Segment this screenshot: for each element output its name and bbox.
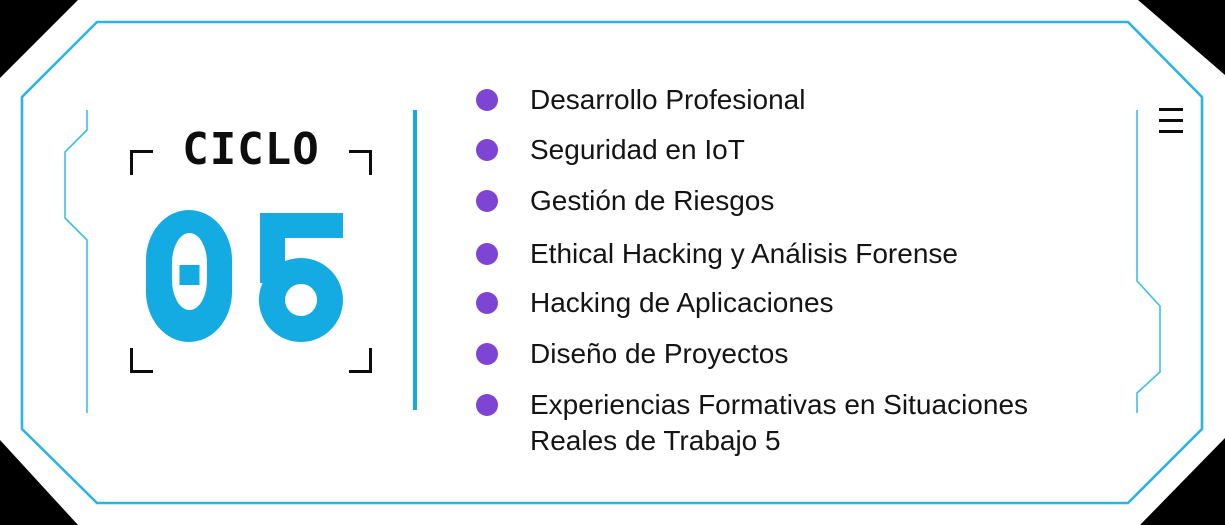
hamburger-bar — [1159, 130, 1183, 133]
topic-label: Gestión de Riesgos — [530, 185, 775, 216]
topic-item: Experiencias Formativas en Situaciones R… — [476, 387, 1100, 459]
digit-zero-square-dot — [179, 265, 200, 285]
topic-label: Seguridad en IoT — [530, 134, 745, 165]
hamburger-bar — [1159, 108, 1183, 111]
digit-five-bowl — [258, 258, 343, 342]
hamburger-bar — [1159, 119, 1183, 122]
digit-five-notch — [259, 320, 276, 342]
bullet-icon — [476, 89, 498, 111]
bullet-icon — [476, 343, 498, 365]
topic-label: Experiencias Formativas en Situaciones R… — [530, 389, 1029, 456]
bullet-icon — [476, 394, 498, 416]
cycle-label: CICLO — [182, 124, 320, 175]
digit-zero — [146, 210, 232, 342]
topic-label: Diseño de Proyectos — [530, 338, 789, 369]
topic-item: Desarrollo Profesional — [476, 82, 805, 118]
frame-border — [20, 20, 1204, 505]
corner-bracket-top-left — [130, 150, 153, 175]
corner-bracket-bottom-right — [349, 348, 372, 373]
topic-item: Gestión de Riesgos — [476, 183, 774, 219]
bullet-icon — [476, 292, 498, 314]
bullet-icon — [476, 243, 498, 265]
cycle-number-graphic — [146, 210, 343, 342]
topic-label: Desarrollo Profesional — [530, 84, 806, 115]
topic-label: Ethical Hacking y Análisis Forense — [530, 238, 958, 269]
vertical-divider — [413, 110, 417, 410]
topic-item: Hacking de Aplicaciones — [476, 285, 834, 321]
corner-bracket-bottom-left — [130, 348, 153, 373]
cycle-bracket-frame — [130, 150, 372, 373]
bullet-icon — [476, 190, 498, 212]
topic-item: Diseño de Proyectos — [476, 336, 788, 372]
corner-bracket-top-right — [349, 150, 372, 175]
hamburger-icon[interactable] — [1159, 108, 1183, 141]
right-circuit-line — [1136, 110, 1161, 413]
left-circuit-line — [64, 110, 88, 413]
topic-item: Seguridad en IoT — [476, 132, 745, 168]
topic-label: Hacking de Aplicaciones — [530, 287, 834, 318]
topic-item: Ethical Hacking y Análisis Forense — [476, 236, 958, 272]
bullet-icon — [476, 139, 498, 161]
